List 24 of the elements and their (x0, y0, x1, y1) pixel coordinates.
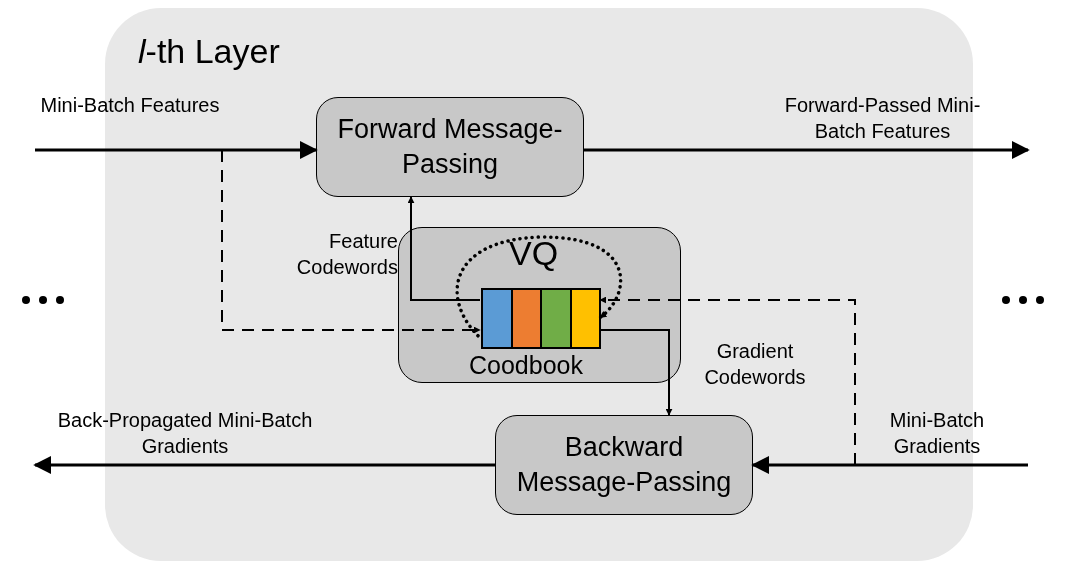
layer-title: l-th Layer (138, 31, 280, 72)
edge-label: Mini-Batch Features (40, 93, 220, 118)
edge-label: Back-Propagated Mini-Batch Gradients (56, 408, 314, 459)
box-label: Backward Message-Passing (515, 430, 733, 499)
codebook-bar (481, 288, 601, 349)
edge-label: Mini-Batch Gradients (888, 408, 986, 459)
box-label: Forward Message-Passing (336, 112, 564, 181)
box-caption: Coodbook (469, 350, 583, 381)
arrow (33, 456, 495, 474)
arrow (751, 456, 1028, 474)
arrow (584, 141, 1030, 159)
arrow (599, 329, 673, 416)
arrow (221, 149, 481, 334)
process-box (316, 97, 584, 197)
process-box (495, 415, 753, 515)
arrow (35, 141, 318, 159)
edge-label: Feature Codewords (295, 229, 398, 280)
vq-box (398, 227, 681, 383)
arrow (407, 196, 481, 301)
arrow (599, 296, 856, 466)
loop-arrow (455, 235, 623, 338)
edge-label: Forward-Passed Mini-Batch Features (783, 93, 982, 144)
box-title: VQ (509, 233, 559, 274)
edge-label: Gradient Codewords (703, 339, 807, 390)
